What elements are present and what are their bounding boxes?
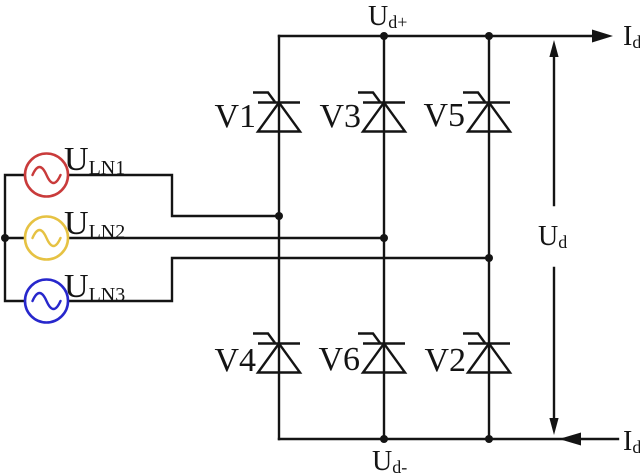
label-v3: V3: [319, 98, 361, 135]
junction-dot: [275, 212, 283, 220]
junction-dot: [1, 234, 9, 242]
ac-source-uln2: ULN2: [23, 205, 125, 261]
label-ud-plus: Ud+: [368, 1, 407, 32]
label-v4: V4: [214, 342, 256, 379]
junction-dot: [485, 254, 493, 262]
label-uln1: ULN1: [64, 141, 125, 179]
thyristor-v3: V3: [319, 91, 407, 135]
junction-dot: [380, 234, 388, 242]
thyristor-v5: V5: [423, 91, 512, 134]
phase3-wire: [66, 256, 491, 303]
label-ud-minus: Ud-: [372, 446, 407, 474]
sine-wave-icon: [31, 291, 62, 311]
id-top-arrowhead-icon: [592, 29, 613, 43]
thyristor-v2: V2: [424, 332, 512, 379]
label-id-bottom: Id: [623, 426, 640, 457]
neutral-bus-wire: [3, 173, 27, 303]
label-v6: V6: [318, 341, 360, 378]
label-v2: V2: [424, 342, 466, 379]
junction-dot: [485, 435, 493, 443]
junction-dot: [380, 435, 388, 443]
ac-source-uln3: ULN3: [23, 268, 125, 324]
thyristor-v1: V1: [214, 91, 302, 135]
thyristor-v4: V4: [214, 332, 302, 379]
thyristor-v6: V6: [318, 332, 407, 378]
label-v1: V1: [214, 98, 256, 135]
sine-wave-icon: [31, 165, 62, 185]
label-uln3: ULN3: [64, 268, 125, 306]
ac-source-uln1: ULN1: [23, 141, 125, 198]
label-uln2: ULN2: [64, 205, 125, 243]
ud-up-arrowhead-icon: [549, 40, 559, 57]
ud-down-arrowhead-icon: [549, 418, 559, 435]
label-ud: Ud: [538, 221, 567, 252]
id-bottom-arrowhead-icon: [559, 432, 581, 446]
label-id-top: Id: [623, 21, 640, 52]
sine-wave-icon: [31, 228, 62, 248]
junction-dot: [380, 32, 388, 40]
phase1-wire: [66, 173, 281, 218]
label-v5: V5: [423, 97, 465, 134]
junction-dot: [485, 32, 493, 40]
